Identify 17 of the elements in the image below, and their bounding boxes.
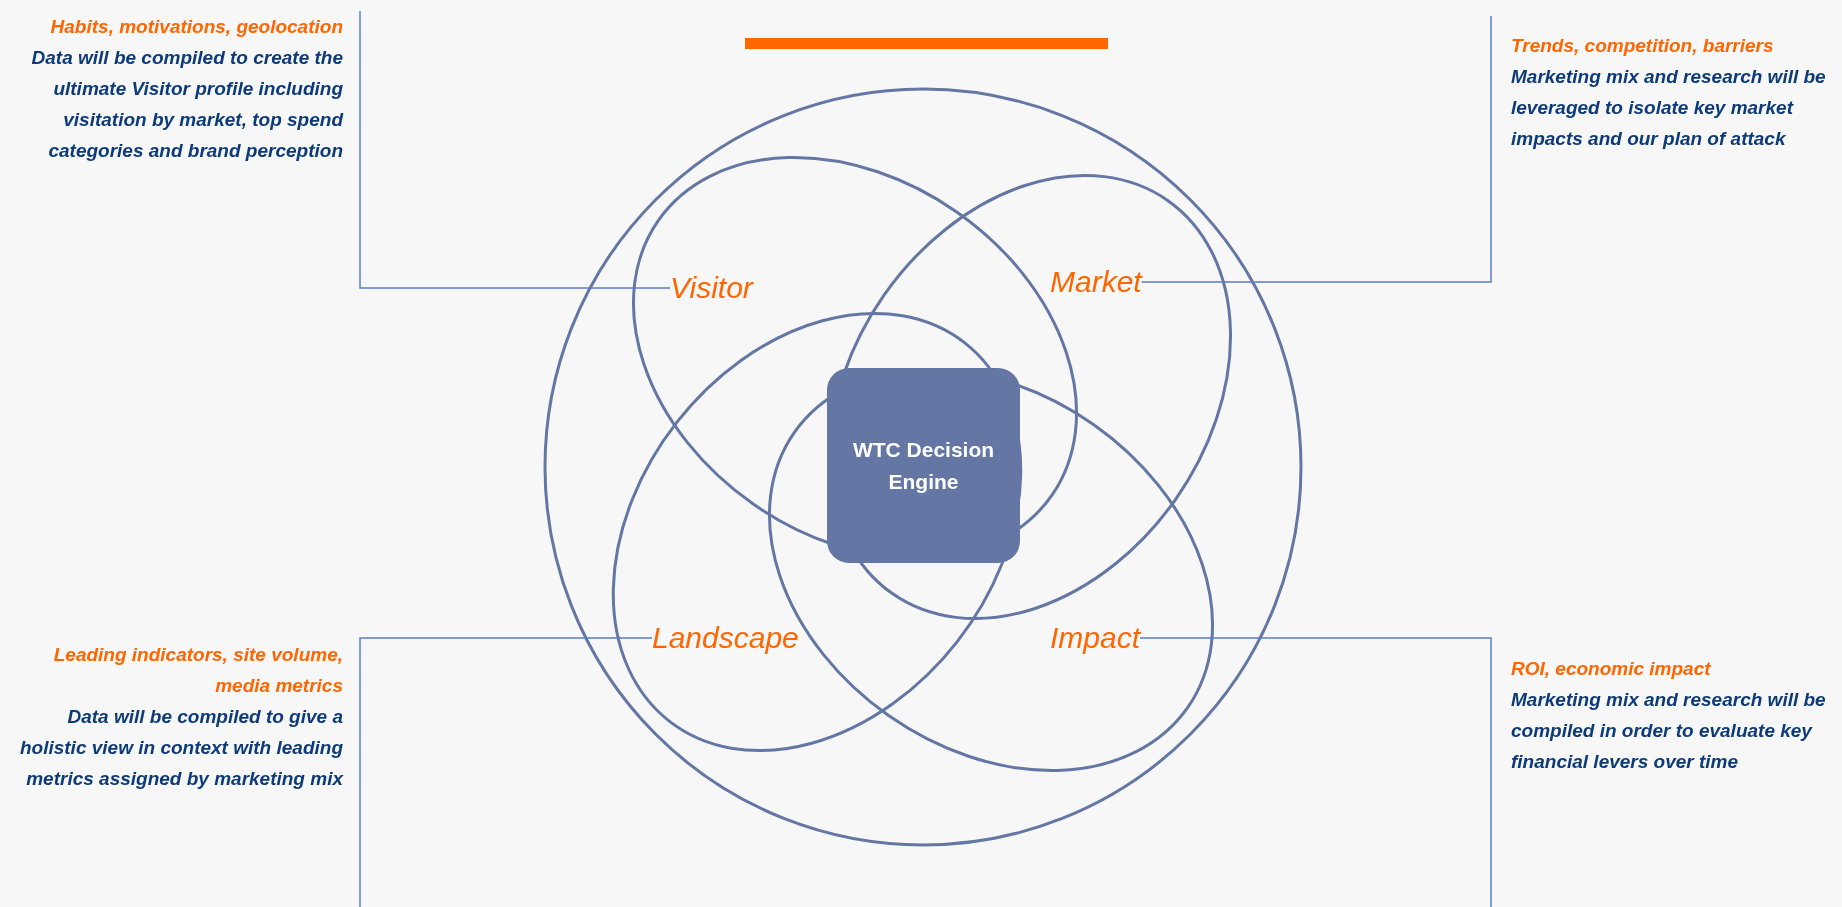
callout-text: Data will be compiled to create the ultimate Visitor profile including visitation by market, top spend categories and brand perception <box>30 46 343 163</box>
leader-line <box>1140 15 1492 283</box>
leader-line <box>359 637 653 907</box>
decision-engine-block: WTC Decision Engine <box>827 368 1020 563</box>
segment-label: Market <box>1050 262 1142 302</box>
callout-heading: Leading indicators, site volume, media metrics <box>52 643 343 698</box>
callout-heading: Trends, competition, barriers <box>1511 34 1774 58</box>
callout-heading: Habits, motivations, geolocation <box>50 15 343 39</box>
segment-label: Landscape <box>652 618 799 658</box>
segment-label: Visitor <box>670 268 753 308</box>
leader-line <box>359 10 671 289</box>
callout-heading: ROI, economic impact <box>1511 657 1711 681</box>
callout-text: Data will be compiled to give a holistic view in context with leading metrics assigned by marketing mix <box>18 705 343 791</box>
callout-text: Marketing mix and research will be compiled in order to evaluate key financial levers over time <box>1511 688 1827 774</box>
callout-text: Marketing mix and research will be leveraged to isolate key market impacts and our plan of attack <box>1511 65 1827 151</box>
leader-line <box>1139 637 1492 907</box>
segment-label: Impact <box>1050 618 1141 658</box>
